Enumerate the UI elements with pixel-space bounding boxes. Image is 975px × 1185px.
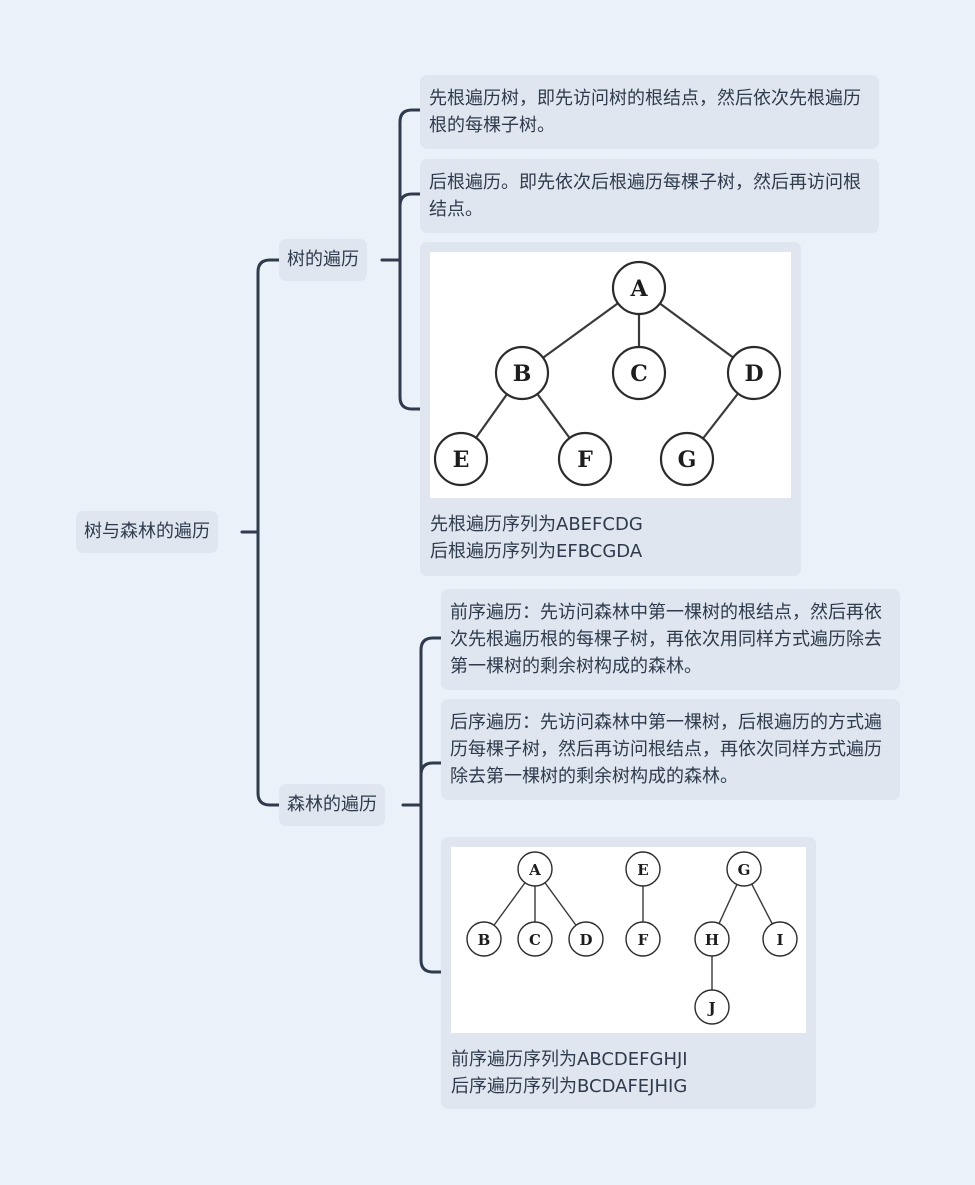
forest-node-f: F: [625, 921, 661, 957]
tree-edge-b-e: [475, 393, 508, 439]
forest-node-e: E: [625, 851, 661, 887]
tree-figure: A B C D E F G: [430, 252, 791, 498]
forest-postorder-text: 后序遍历：先访问森林中第一棵树，后根遍历的方式遍历每棵子树，然后再访问根结点，再…: [450, 712, 882, 787]
forest-node-circle: [568, 921, 604, 957]
forest-node-label: D: [579, 931, 592, 949]
tree-traversal-topic[interactable]: 树的遍历: [279, 239, 367, 281]
forest-node-circle: [726, 851, 762, 887]
forest-node-c: C: [517, 921, 553, 957]
forest-node-label: C: [529, 931, 541, 949]
forest-caption: 前序遍历序列为ABCDEFGHJI 后序遍历序列为BCDAFEJHIG: [451, 1046, 806, 1100]
forest-node-label: J: [706, 999, 715, 1017]
tree-branch-connector: [380, 108, 422, 411]
forest-node-h: H: [694, 921, 730, 957]
tree-edge-b-f: [536, 393, 571, 439]
forest-node-circle: [625, 921, 661, 957]
forest-node-j: J: [694, 989, 730, 1025]
tree-edge-d-g: [702, 392, 739, 440]
forest-node-label: G: [738, 861, 751, 879]
forest-postorder-node[interactable]: 后序遍历：先访问森林中第一棵树，后根遍历的方式遍历每棵子树，然后再访问根结点，再…: [441, 699, 900, 800]
tree-preorder-text: 先根遍历树，即先访问树的根结点，然后依次先根遍历根的每棵子树。: [429, 88, 861, 136]
tree-node-label: D: [744, 361, 763, 387]
tree-node-g: G: [659, 431, 715, 487]
tree-edge-a-b: [542, 302, 619, 359]
forest-node-label: A: [528, 861, 541, 879]
forest-node-circle: [694, 921, 730, 957]
tree-node-label: F: [577, 447, 593, 473]
forest-node-b: B: [466, 921, 502, 957]
tree-traversal-label: 树的遍历: [287, 249, 359, 270]
tree-node-e: E: [433, 431, 489, 487]
tree-node-label: C: [630, 361, 648, 387]
root-topic[interactable]: 树与森林的遍历: [76, 511, 218, 553]
tree-node-circle: [611, 260, 667, 316]
forest-traversal-topic[interactable]: 森林的遍历: [279, 784, 385, 826]
tree-caption-preorder: 先根遍历序列为ABEFCDG: [430, 514, 643, 535]
tree-node-b: B: [494, 345, 550, 401]
forest-node-g: G: [726, 851, 762, 887]
tree-node-label: A: [629, 276, 648, 302]
forest-node-circle: [762, 921, 798, 957]
tree-diagram: A B C D E F G: [433, 260, 782, 487]
tree-postorder-text: 后根遍历。即先依次后根遍历每棵子树，然后再访问根结点。: [429, 172, 861, 220]
forest-node-label: F: [638, 931, 649, 949]
forest-node-circle: [466, 921, 502, 957]
forest-edge-a-d: [544, 882, 577, 926]
forest-node-a: A: [517, 851, 553, 887]
tree-caption-postorder: 后根遍历序列为EFBCGDA: [430, 541, 643, 562]
forest-preorder-node[interactable]: 前序遍历：先访问森林中第一棵树的根结点，然后再依次先根遍历根的每棵子树，再依次用…: [441, 589, 900, 690]
tree-node-label: E: [453, 447, 470, 473]
root-connector: [240, 258, 281, 807]
forest-branch-connector: [401, 636, 443, 974]
tree-node-circle: [611, 345, 667, 401]
tree-preorder-node[interactable]: 先根遍历树，即先访问树的根结点，然后依次先根遍历根的每棵子树。: [420, 75, 879, 149]
tree-node-circle: [433, 431, 489, 487]
tree-postorder-node[interactable]: 后根遍历。即先依次后根遍历每棵子树，然后再访问根结点。: [420, 159, 879, 233]
tree-node-a: A: [611, 260, 667, 316]
forest-edge-g-h: [718, 884, 738, 924]
forest-image-node[interactable]: A B C D E F G H I J 前序遍历序列为ABCDEFGHJI 后序遍历序列为BCDA…: [441, 837, 816, 1109]
tree-node-label: B: [513, 361, 532, 387]
tree-node-circle: [494, 345, 550, 401]
forest-node-d: D: [568, 921, 604, 957]
forest-node-circle: [517, 921, 553, 957]
tree-node-label: G: [678, 447, 697, 473]
forest-node-label: I: [776, 931, 783, 949]
tree-node-circle: [726, 345, 782, 401]
forest-node-circle: [625, 851, 661, 887]
forest-traversal-label: 森林的遍历: [287, 794, 377, 815]
tree-node-circle: [557, 431, 613, 487]
forest-node-label: E: [637, 861, 648, 879]
forest-caption-postorder: 后序遍历序列为BCDAFEJHIG: [451, 1076, 688, 1097]
forest-node-i: I: [762, 921, 798, 957]
forest-caption-preorder: 前序遍历序列为ABCDEFGHJI: [451, 1049, 688, 1070]
root-topic-label: 树与森林的遍历: [84, 521, 210, 542]
tree-node-d: D: [726, 345, 782, 401]
forest-diagram: A B C D E F G H I J: [466, 851, 798, 1025]
forest-node-label: H: [705, 931, 719, 949]
tree-image-node[interactable]: A B C D E F G 先根遍历序列为ABEFCDG 后根遍历序列为EFBCGDA: [420, 242, 801, 576]
forest-node-circle: [694, 989, 730, 1025]
tree-node-circle: [659, 431, 715, 487]
tree-caption: 先根遍历序列为ABEFCDG 后根遍历序列为EFBCGDA: [430, 511, 791, 565]
forest-edge-g-i: [751, 883, 773, 925]
forest-node-label: B: [478, 931, 491, 949]
tree-edge-a-d: [659, 302, 734, 359]
forest-node-circle: [517, 851, 553, 887]
forest-figure: A B C D E F G H I J: [451, 847, 806, 1033]
forest-preorder-text: 前序遍历：先访问森林中第一棵树的根结点，然后再依次先根遍历根的每棵子树，再依次用…: [450, 602, 882, 677]
tree-node-f: F: [557, 431, 613, 487]
tree-node-c: C: [611, 345, 667, 401]
forest-edge-a-b: [493, 882, 526, 926]
